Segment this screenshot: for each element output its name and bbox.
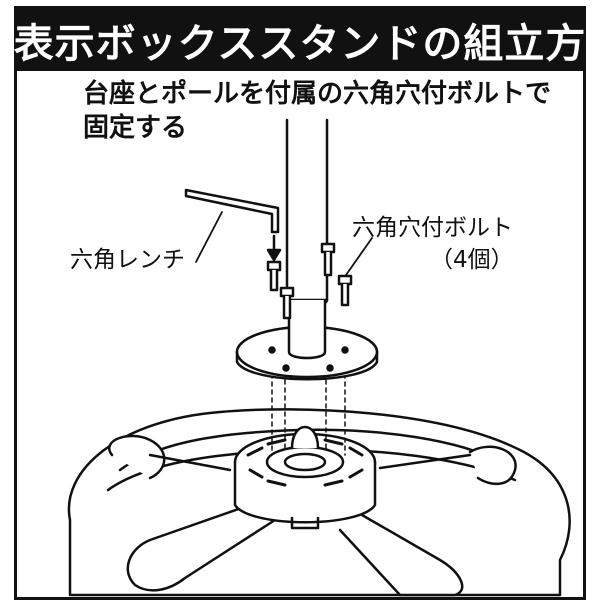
stand-base (67, 408, 571, 597)
pole-flange (235, 325, 379, 381)
hex-wrench-drawing (184, 188, 280, 263)
pole (285, 118, 329, 360)
insert-arrow (266, 234, 282, 262)
hex-bolts-drawing (266, 242, 353, 320)
bolt-count-label: （4個） (430, 247, 514, 273)
instruction-text: 台座とポールを付属の六角穴付ボルトで 固定する (83, 77, 553, 145)
page-title: 表示ボックススタンドの組立方 (13, 21, 587, 67)
instruction-line-2: 固定する (83, 113, 188, 143)
instruction-line-1: 台座とポールを付属の六角穴付ボルトで (83, 79, 552, 109)
hex-wrench-label: 六角レンチ (70, 247, 185, 273)
title-bar: 表示ボックススタンドの組立方 (14, 9, 585, 71)
hex-bolt-label: 六角穴付ボルト (352, 215, 513, 241)
